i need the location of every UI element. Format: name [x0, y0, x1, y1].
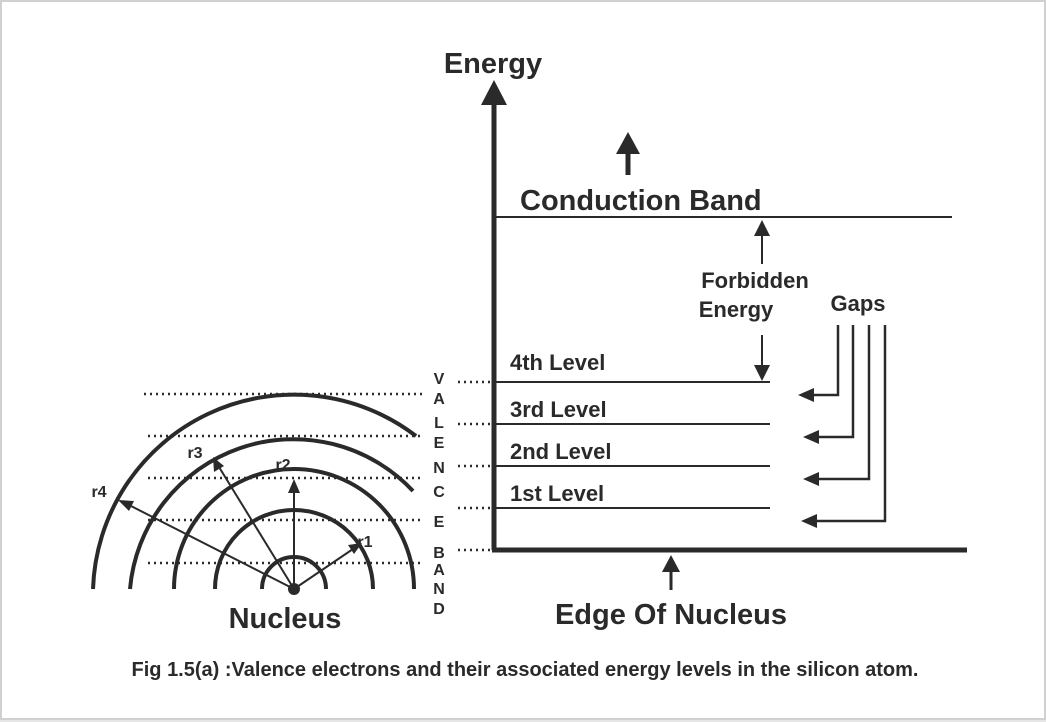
- gap-arrow-1: [810, 325, 840, 397]
- r1-arrow-shaft: [293, 548, 354, 590]
- shell-arc-4: [128, 437, 415, 590]
- edge-arrow-head: [662, 555, 680, 572]
- conduction-up-arrow-head: [616, 132, 640, 154]
- edge-of-nucleus-label: Edge Of Nucleus: [555, 599, 787, 631]
- band-letter: E: [434, 514, 445, 531]
- atom-shells: [91, 392, 418, 590]
- band-letter: B: [433, 545, 445, 562]
- gap-arrow-3-head: [803, 472, 819, 486]
- r2-label: r2: [275, 457, 290, 474]
- r4-arrow-shaft: [128, 504, 295, 590]
- band-letter: C: [433, 484, 445, 501]
- gap-arrow-2-head: [803, 430, 819, 444]
- forbidden-arrow-up-head: [754, 220, 770, 236]
- level-label-4: 4th Level: [510, 350, 605, 375]
- forbidden-arrow-down-head: [754, 365, 770, 381]
- gap-arrows: [798, 325, 887, 528]
- band-letter: A: [433, 562, 445, 579]
- band-letter: L: [434, 415, 444, 432]
- radius-arrows: [118, 457, 362, 590]
- band-letter: D: [433, 601, 445, 618]
- r3-label: r3: [187, 445, 202, 462]
- band-letter: A: [433, 391, 445, 408]
- conduction-band-label: Conduction Band: [520, 185, 762, 217]
- valence-band-label: V A L E N C E B A N D: [433, 371, 445, 618]
- r4-label: r4: [91, 484, 106, 501]
- band-letter: N: [433, 460, 445, 477]
- level-label-3: 3rd Level: [510, 397, 607, 422]
- gaps-label: Gaps: [830, 291, 885, 316]
- r2-arrow-head: [288, 479, 300, 493]
- band-letter: E: [434, 435, 445, 452]
- r1-arrow-head: [348, 543, 362, 554]
- level-label-1: 1st Level: [510, 481, 604, 506]
- figure-caption: Fig 1.5(a) :Valence electrons and their …: [132, 659, 919, 681]
- band-letter: V: [434, 371, 445, 388]
- gap-arrow-3: [816, 325, 871, 481]
- gap-arrow-1-head: [798, 388, 814, 402]
- r1-label: r1: [357, 534, 372, 551]
- gap-arrow-2: [816, 325, 855, 439]
- nucleus-label: Nucleus: [229, 603, 342, 635]
- energy-axis-label: Energy: [444, 48, 542, 80]
- energy-axis-arrowhead: [481, 80, 507, 105]
- r3-arrow-shaft: [218, 466, 295, 590]
- shell-arc-5: [91, 392, 418, 590]
- gap-arrow-4-head: [801, 514, 817, 528]
- forbidden-label-line1: Forbidden: [701, 268, 809, 293]
- gap-arrow-4: [814, 325, 887, 523]
- r3-arrow-head: [213, 457, 224, 472]
- r4-arrow-head: [118, 500, 134, 511]
- forbidden-label-line2: Energy: [699, 297, 774, 322]
- band-letter: N: [433, 581, 445, 598]
- level-label-2: 2nd Level: [510, 439, 611, 464]
